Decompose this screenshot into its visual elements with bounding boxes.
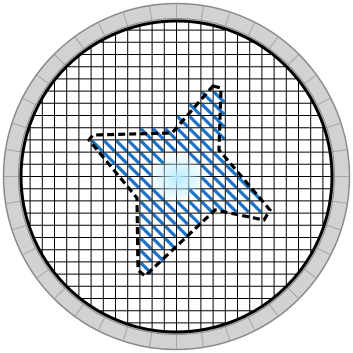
star-center-highlight: [148, 152, 208, 204]
